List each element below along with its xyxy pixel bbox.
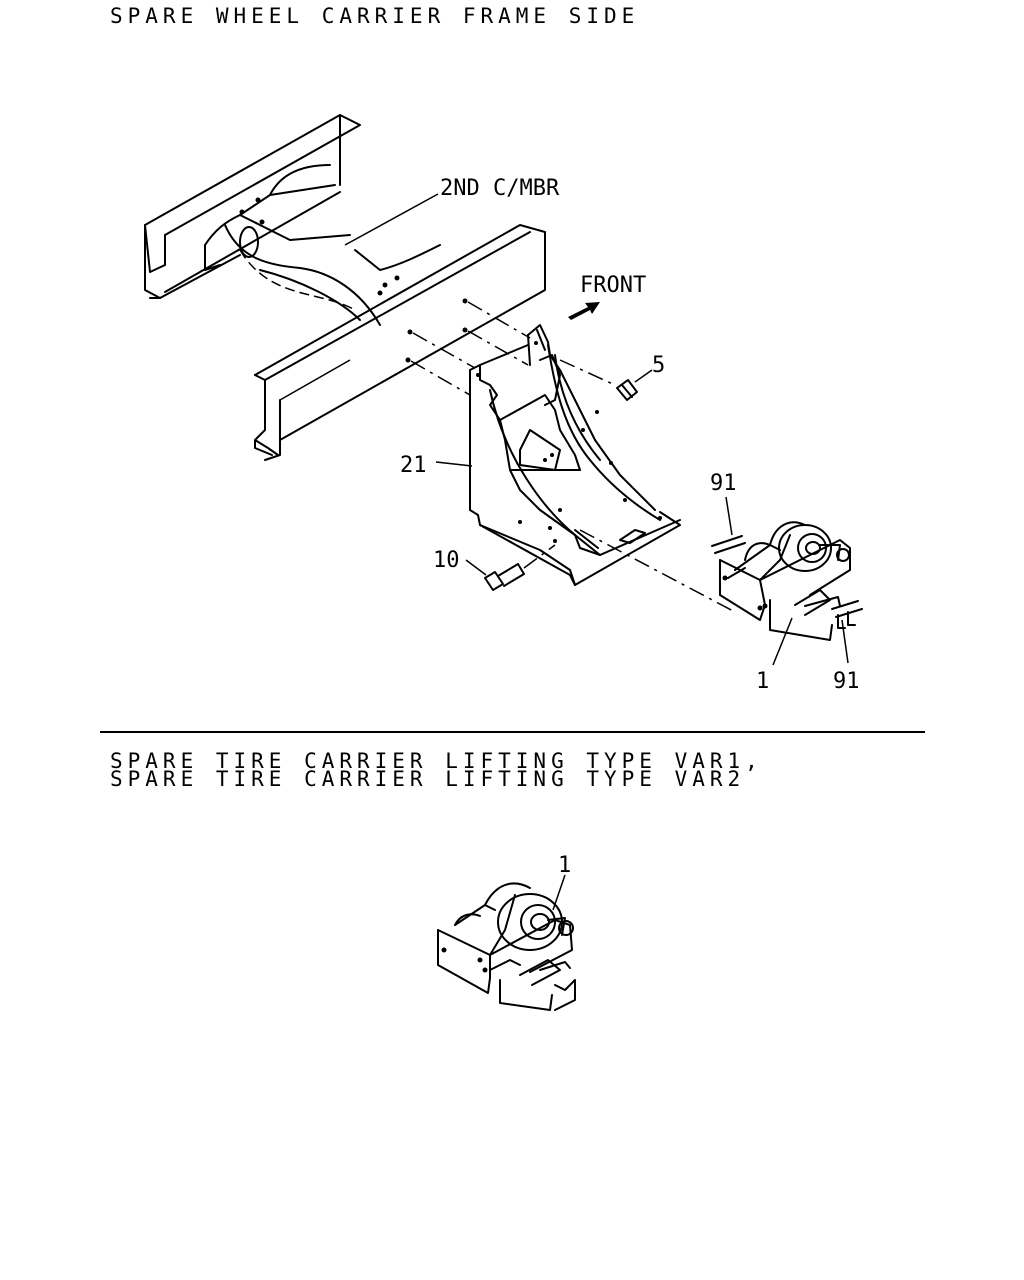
clip-91-top: [711, 496, 746, 554]
bolt-10: [465, 544, 556, 591]
front-direction-arrow-icon: [568, 302, 600, 320]
carrier-1-detail-label: 1: [558, 853, 571, 878]
bolt-hole-centerlines: [405, 298, 616, 396]
carrier-bracket-21: [469, 324, 681, 586]
clip-91-bottom-label: 91: [833, 669, 860, 694]
crossmember-2nd: [204, 164, 441, 326]
bracket-21-leader-line: [435, 461, 473, 467]
top-section-title: SPARE WHEEL CARRIER FRAME SIDE: [110, 4, 640, 28]
bracket-21-label: 21: [400, 453, 427, 478]
bottom-section-title-line2: SPARE TIRE CARRIER LIFTING TYPE VAR2: [110, 767, 746, 791]
carrier-1-label: 1: [756, 669, 769, 694]
crossmember-label: 2ND C/MBR: [440, 176, 560, 201]
bottom-section-title-line1: SPARE TIRE CARRIER LIFTING TYPE VAR1,: [110, 749, 763, 773]
clip-91-bottom: [831, 600, 863, 664]
carrier-1-detail-leader-line: [552, 874, 566, 911]
spare-tire-carrier-1: [719, 521, 851, 641]
bolt-5-label: 5: [652, 353, 665, 378]
bolt-10-label: 10: [433, 548, 460, 573]
crossmember-leader-line: [344, 193, 439, 246]
bolt-5: [616, 369, 653, 401]
front-label: FRONT: [580, 273, 646, 298]
carrier-1-leader-line: [772, 617, 793, 666]
spare-tire-carrier-1-detail: [437, 882, 576, 1011]
frame-side-rail-lower: [254, 224, 546, 461]
frame-side-rail-upper: [144, 114, 361, 299]
bracket-to-carrier-centerline: [579, 529, 736, 613]
clip-91-top-label: 91: [710, 471, 737, 496]
